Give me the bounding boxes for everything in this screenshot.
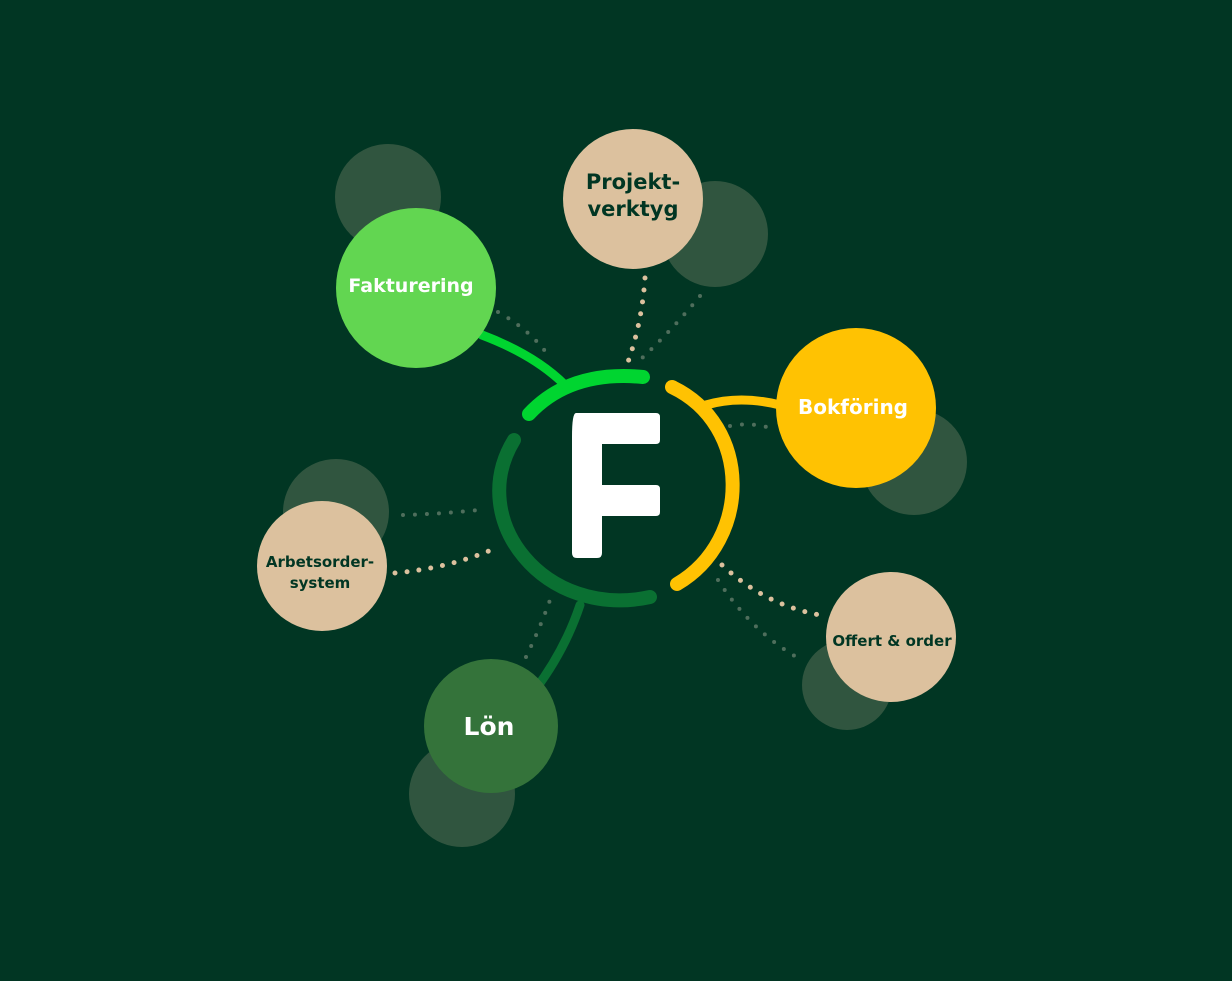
faint-connector-bokforing (728, 422, 772, 430)
node-bokforing-label: Bokföring (798, 395, 908, 419)
ring-arc-dark-green (492, 433, 657, 608)
node-bokforing-circle[interactable] (776, 328, 936, 488)
node-fakturering-label: Fakturering (348, 275, 473, 297)
connector-fakturering (477, 330, 570, 390)
node-offert[interactable]: Offert & order (826, 572, 956, 702)
node-arbetsorder[interactable]: Arbetsorder- system (257, 501, 387, 631)
faint-connector-fakturering (496, 310, 550, 357)
center-ring (492, 369, 740, 608)
node-arbetsorder-circle[interactable] (257, 501, 387, 631)
node-projekt[interactable]: Projekt- verktyg (563, 129, 703, 269)
node-projekt-circle[interactable] (563, 129, 703, 269)
node-bokforing[interactable]: Bokföring (776, 328, 936, 488)
node-lon[interactable]: Lön (424, 659, 558, 793)
dotted-connector-offert (719, 562, 823, 618)
f-logo-icon: F (572, 413, 660, 558)
beige-connectors (392, 275, 823, 618)
dotted-connector-arbetsorder (392, 545, 499, 576)
node-lon-circle[interactable] (424, 659, 558, 793)
ring-arc-yellow (665, 380, 740, 591)
node-fakturering[interactable]: Fakturering (336, 208, 496, 368)
node-arbetsorder-label-line2: system (290, 574, 351, 592)
node-lon-label: Lön (464, 712, 515, 741)
faint-connectors (401, 294, 800, 660)
faint-connector-offert (716, 578, 800, 660)
ring-arc-green (522, 369, 650, 421)
node-projekt-label-line1: Projekt- (586, 170, 680, 194)
faint-connector-arbetsorder (401, 508, 480, 517)
node-offert-label: Offert & order (832, 632, 952, 650)
node-arbetsorder-label-line1: Arbetsorder- (266, 553, 374, 571)
node-offert-circle[interactable] (826, 572, 956, 702)
node-fakturering-circle[interactable] (336, 208, 496, 368)
f-logo-shape (572, 413, 660, 558)
connector-bokforing (701, 395, 785, 410)
node-projekt-label-line2: verktyg (587, 197, 678, 221)
